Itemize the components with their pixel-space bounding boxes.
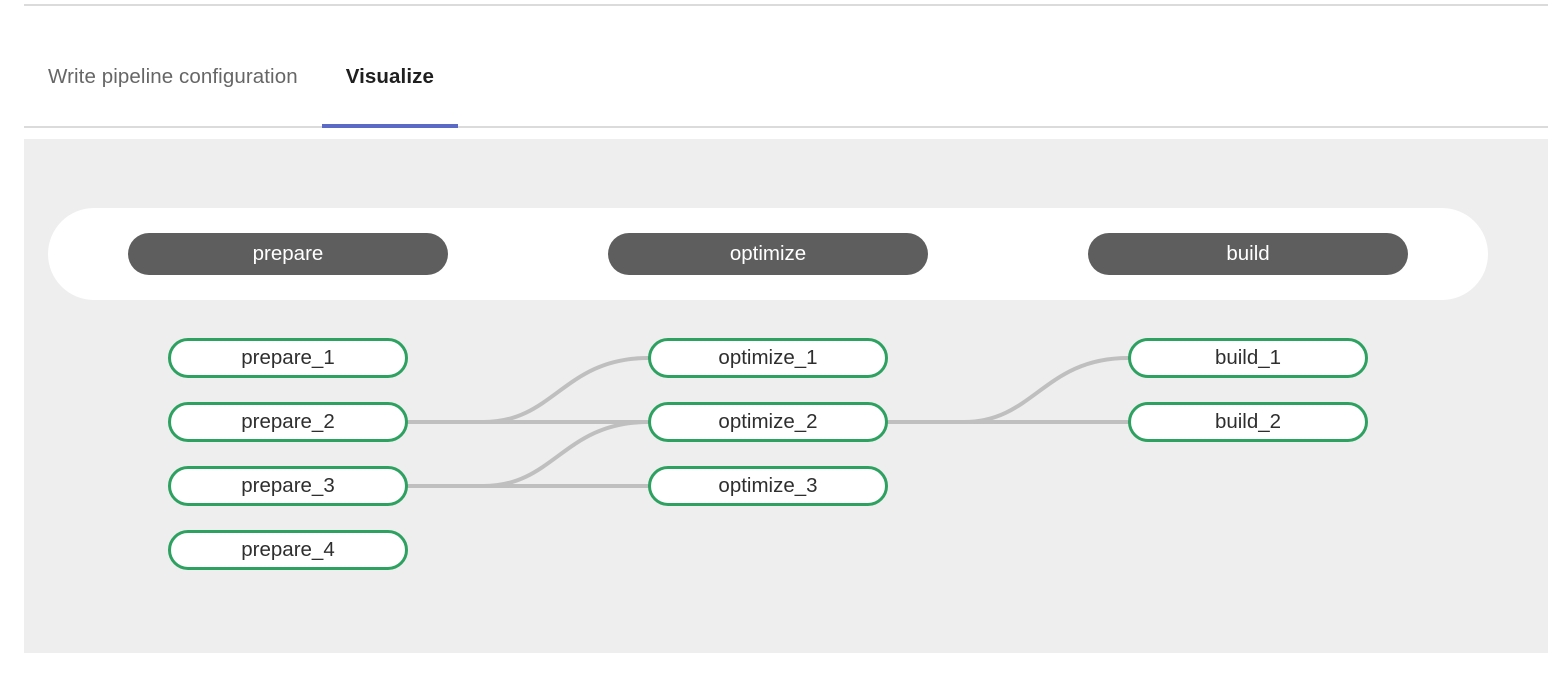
tab-underline: [24, 124, 322, 128]
job-node-label: optimize_3: [718, 473, 818, 497]
edge-optimize_2-build_1: [886, 356, 1130, 424]
top-divider: [24, 4, 1548, 6]
stage-header-bar: prepare optimize build: [48, 208, 1488, 300]
tab-write-pipeline-configuration[interactable]: Write pipeline configuration: [24, 28, 322, 126]
stage-pill-label: build: [1226, 241, 1270, 265]
tab-label: Visualize: [345, 64, 434, 88]
job-node-label: optimize_2: [718, 409, 818, 433]
job-node-build_1[interactable]: build_1: [1128, 338, 1368, 378]
tab-bar: Write pipeline configuration Visualize: [24, 28, 1548, 128]
job-node-label: prepare_3: [241, 473, 335, 497]
stage-pill-label: optimize: [729, 241, 807, 265]
job-node-build_2[interactable]: build_2: [1128, 402, 1368, 442]
stage-pill-prepare[interactable]: prepare: [128, 233, 448, 275]
job-node-prepare_2[interactable]: prepare_2: [168, 402, 408, 442]
stage-pill-label: prepare: [252, 241, 324, 265]
job-node-optimize_1[interactable]: optimize_1: [648, 338, 888, 378]
edge-prepare_2-optimize_1: [406, 356, 650, 424]
job-node-optimize_3[interactable]: optimize_3: [648, 466, 888, 506]
job-node-label: prepare_2: [241, 409, 335, 433]
job-node-label: prepare_4: [241, 537, 335, 561]
stage-pill-optimize[interactable]: optimize: [608, 233, 928, 275]
tab-underline: [321, 124, 458, 128]
job-node-prepare_4[interactable]: prepare_4: [168, 530, 408, 570]
job-node-prepare_3[interactable]: prepare_3: [168, 466, 408, 506]
tab-visualize[interactable]: Visualize: [321, 28, 458, 128]
tab-label: Write pipeline configuration: [48, 64, 298, 88]
job-node-optimize_2[interactable]: optimize_2: [648, 402, 888, 442]
pipeline-graph-canvas[interactable]: prepare optimize build prepare_1 prepare…: [24, 139, 1548, 653]
job-node-label: optimize_1: [718, 345, 818, 369]
job-node-label: prepare_1: [241, 345, 335, 369]
job-node-prepare_1[interactable]: prepare_1: [168, 338, 408, 378]
job-node-label: build_1: [1214, 345, 1282, 369]
job-node-label: build_2: [1214, 409, 1282, 433]
edge-prepare_3-optimize_2: [406, 420, 650, 488]
stage-pill-build[interactable]: build: [1088, 233, 1408, 275]
